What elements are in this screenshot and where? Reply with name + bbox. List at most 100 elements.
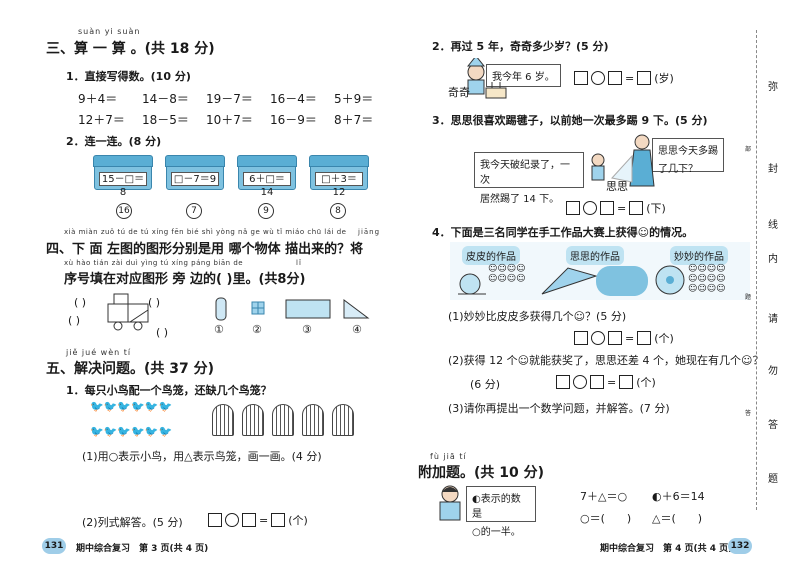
chest-4: □＋3＝12: [309, 155, 369, 198]
seal-line: [756, 30, 757, 510]
answer-paren: ( ): [156, 326, 169, 339]
operator-circle[interactable]: [583, 201, 597, 215]
extra-eq3[interactable]: ○＝( ): [580, 512, 632, 525]
extra-eq2: ◐＋6＝14: [652, 490, 705, 503]
section4-line2: 序号填在对应图形 旁 边的( )里。(共8分): [64, 272, 306, 287]
cage-icon: [332, 404, 354, 436]
margin-small: 答: [745, 410, 752, 417]
margin-char: 请: [768, 314, 778, 325]
unit-label: (个): [654, 332, 674, 345]
smileys-miaomiao: ☺☺☺☺☺☺☺☺☺☺☺☺: [688, 264, 726, 294]
birds-group: 🐦🐦🐦🐦🐦🐦 🐦🐦🐦🐦🐦🐦: [90, 400, 210, 438]
answer-equation: = (岁): [574, 70, 674, 86]
speech-bubble: 思思今天多踢 了几下？: [652, 138, 724, 175]
bubble-line: ○的一半。: [472, 527, 521, 538]
answer-paren: ( ): [74, 296, 87, 309]
calc-row-2: 12＋7＝ 18－5＝ 10＋7＝ 16－9＝ 8＋7＝: [78, 111, 398, 128]
r-q4-sub3: (3)请你再提出一个数学问题，并解答。(7 分): [448, 402, 670, 415]
section4-line1: 四、下 面 左图的图形分别是用 哪个物体 描出来的？将: [46, 242, 364, 257]
tag-pipi: 皮皮的作品: [462, 246, 520, 265]
extra-pinyin: fù jiā tí: [430, 452, 467, 461]
answer-box[interactable]: [637, 71, 652, 85]
answer-box[interactable]: [208, 513, 222, 527]
key-8: 8: [330, 203, 346, 219]
operator-circle[interactable]: [591, 331, 605, 345]
calc-item: 8＋7＝: [334, 113, 374, 127]
key-16: 16: [116, 203, 132, 219]
answer-box[interactable]: [619, 375, 634, 389]
r-q3-title: 3．思思很喜欢踢毽子，以前她一次最多踢 9 下。(5 分): [432, 114, 708, 127]
calc-item: 10＋7＝: [206, 113, 253, 127]
name-sisi: 思思: [606, 180, 628, 193]
r-q4-sub1: (1)妙妙比皮皮多获得几个☺？(5 分): [448, 310, 627, 323]
operator-circle[interactable]: [225, 513, 239, 527]
margin-char: 题: [768, 474, 778, 485]
child-with-cake-figure: [466, 58, 507, 99]
snail-craft: [458, 273, 486, 295]
answer-equation: = (下): [566, 200, 666, 216]
answer-box[interactable]: [608, 331, 622, 345]
tag-sisi: 思思的作品: [566, 246, 624, 265]
r-q2-title: 2．再过 5 年，奇奇多少岁？(5 分): [432, 40, 609, 53]
answer-box[interactable]: [637, 331, 652, 345]
r-q4-sub2: (2)获得 12 个☺就能获奖了，思思还差 4 个，她现在有几个☺？: [448, 354, 764, 367]
s4-pinyin-end: jiāng: [358, 228, 381, 236]
s4-pinyin: xià miàn zuǒ tú de tú xíng fēn bié shì y…: [64, 228, 347, 236]
answer-box[interactable]: [271, 513, 286, 527]
bird-icon: 🐦🐦🐦🐦🐦🐦: [90, 425, 173, 438]
margin-char: 内: [768, 254, 778, 265]
calc-item: 14－8＝: [142, 92, 189, 106]
cloud-shape: [596, 266, 648, 296]
cage-icon: [212, 404, 234, 436]
operator-circle[interactable]: [573, 375, 587, 389]
bubble-line: 了几下？: [658, 164, 698, 175]
margin-small: 题: [745, 294, 752, 301]
bird-icon: 🐦🐦🐦🐦🐦🐦: [90, 400, 173, 413]
answer-equation: = (个): [556, 374, 656, 390]
key-7: 7: [186, 203, 202, 219]
answer-box[interactable]: [600, 201, 614, 215]
speech-bubble: 我今年 6 岁。: [486, 64, 561, 87]
answer-box[interactable]: [629, 201, 644, 215]
calc-item: 18－5＝: [142, 113, 189, 127]
s5-sub2: (2)列式解答。(5 分): [82, 516, 183, 529]
s4-pinyin-2b: lǐ: [296, 259, 302, 267]
calc-item: 19－7＝: [206, 92, 253, 106]
cage-icon: [302, 404, 324, 436]
answer-box[interactable]: [574, 331, 588, 345]
operator-circle[interactable]: [591, 71, 605, 85]
answer-box[interactable]: [608, 71, 622, 85]
cage-icon: [242, 404, 264, 436]
bubble-line: 思思今天多踢: [658, 146, 718, 157]
answer-box[interactable]: [566, 201, 580, 215]
object-label-2: ②: [252, 323, 262, 336]
speech-bubble: ◐表示的数是 ○的一半。: [466, 486, 536, 538]
speech-bubble: 我今天破纪录了，一次 居然踢了 14 下。: [474, 152, 584, 205]
chest-label: 15－□＝8: [99, 172, 147, 198]
cages-group: [212, 404, 354, 436]
calc-row-1: 9＋4＝ 14－8＝ 19－7＝ 16－4＝ 5＋9＝: [78, 90, 398, 107]
answer-box[interactable]: [590, 375, 604, 389]
calc-item: 12＋7＝: [78, 113, 125, 127]
girls-figure: [591, 134, 655, 187]
answer-box[interactable]: [242, 513, 256, 527]
bubble-line: 我今天破纪录了，一次: [480, 160, 570, 186]
q1-title: 1．直接写得数。(10 分): [66, 70, 191, 83]
object-shapes: [215, 297, 370, 321]
answer-box[interactable]: [574, 71, 588, 85]
answer-box[interactable]: [556, 375, 570, 389]
calc-item: 16－4＝: [270, 92, 317, 106]
unit-label: (岁): [654, 72, 674, 85]
bubble-line: ◐表示的数是: [472, 494, 521, 520]
r-q4-title: 4．下面是三名同学在手工作品大赛上获得☺的情况。: [432, 226, 694, 239]
calc-item: 16－9＝: [270, 113, 317, 127]
margin-char: 封: [768, 164, 778, 175]
margin-char: 勿: [768, 366, 778, 377]
extra-eq4[interactable]: △＝( ): [652, 512, 703, 525]
unit-label: (个): [288, 514, 308, 527]
section5-title: 五、解决问题。(共 37 分): [46, 361, 215, 377]
fan-craft: [541, 267, 598, 295]
chest-1: 15－□＝8: [93, 155, 153, 198]
chest-label: 6＋□＝14: [243, 172, 291, 198]
section3-title: 三、算 一 算 。(共 18 分): [46, 41, 215, 57]
